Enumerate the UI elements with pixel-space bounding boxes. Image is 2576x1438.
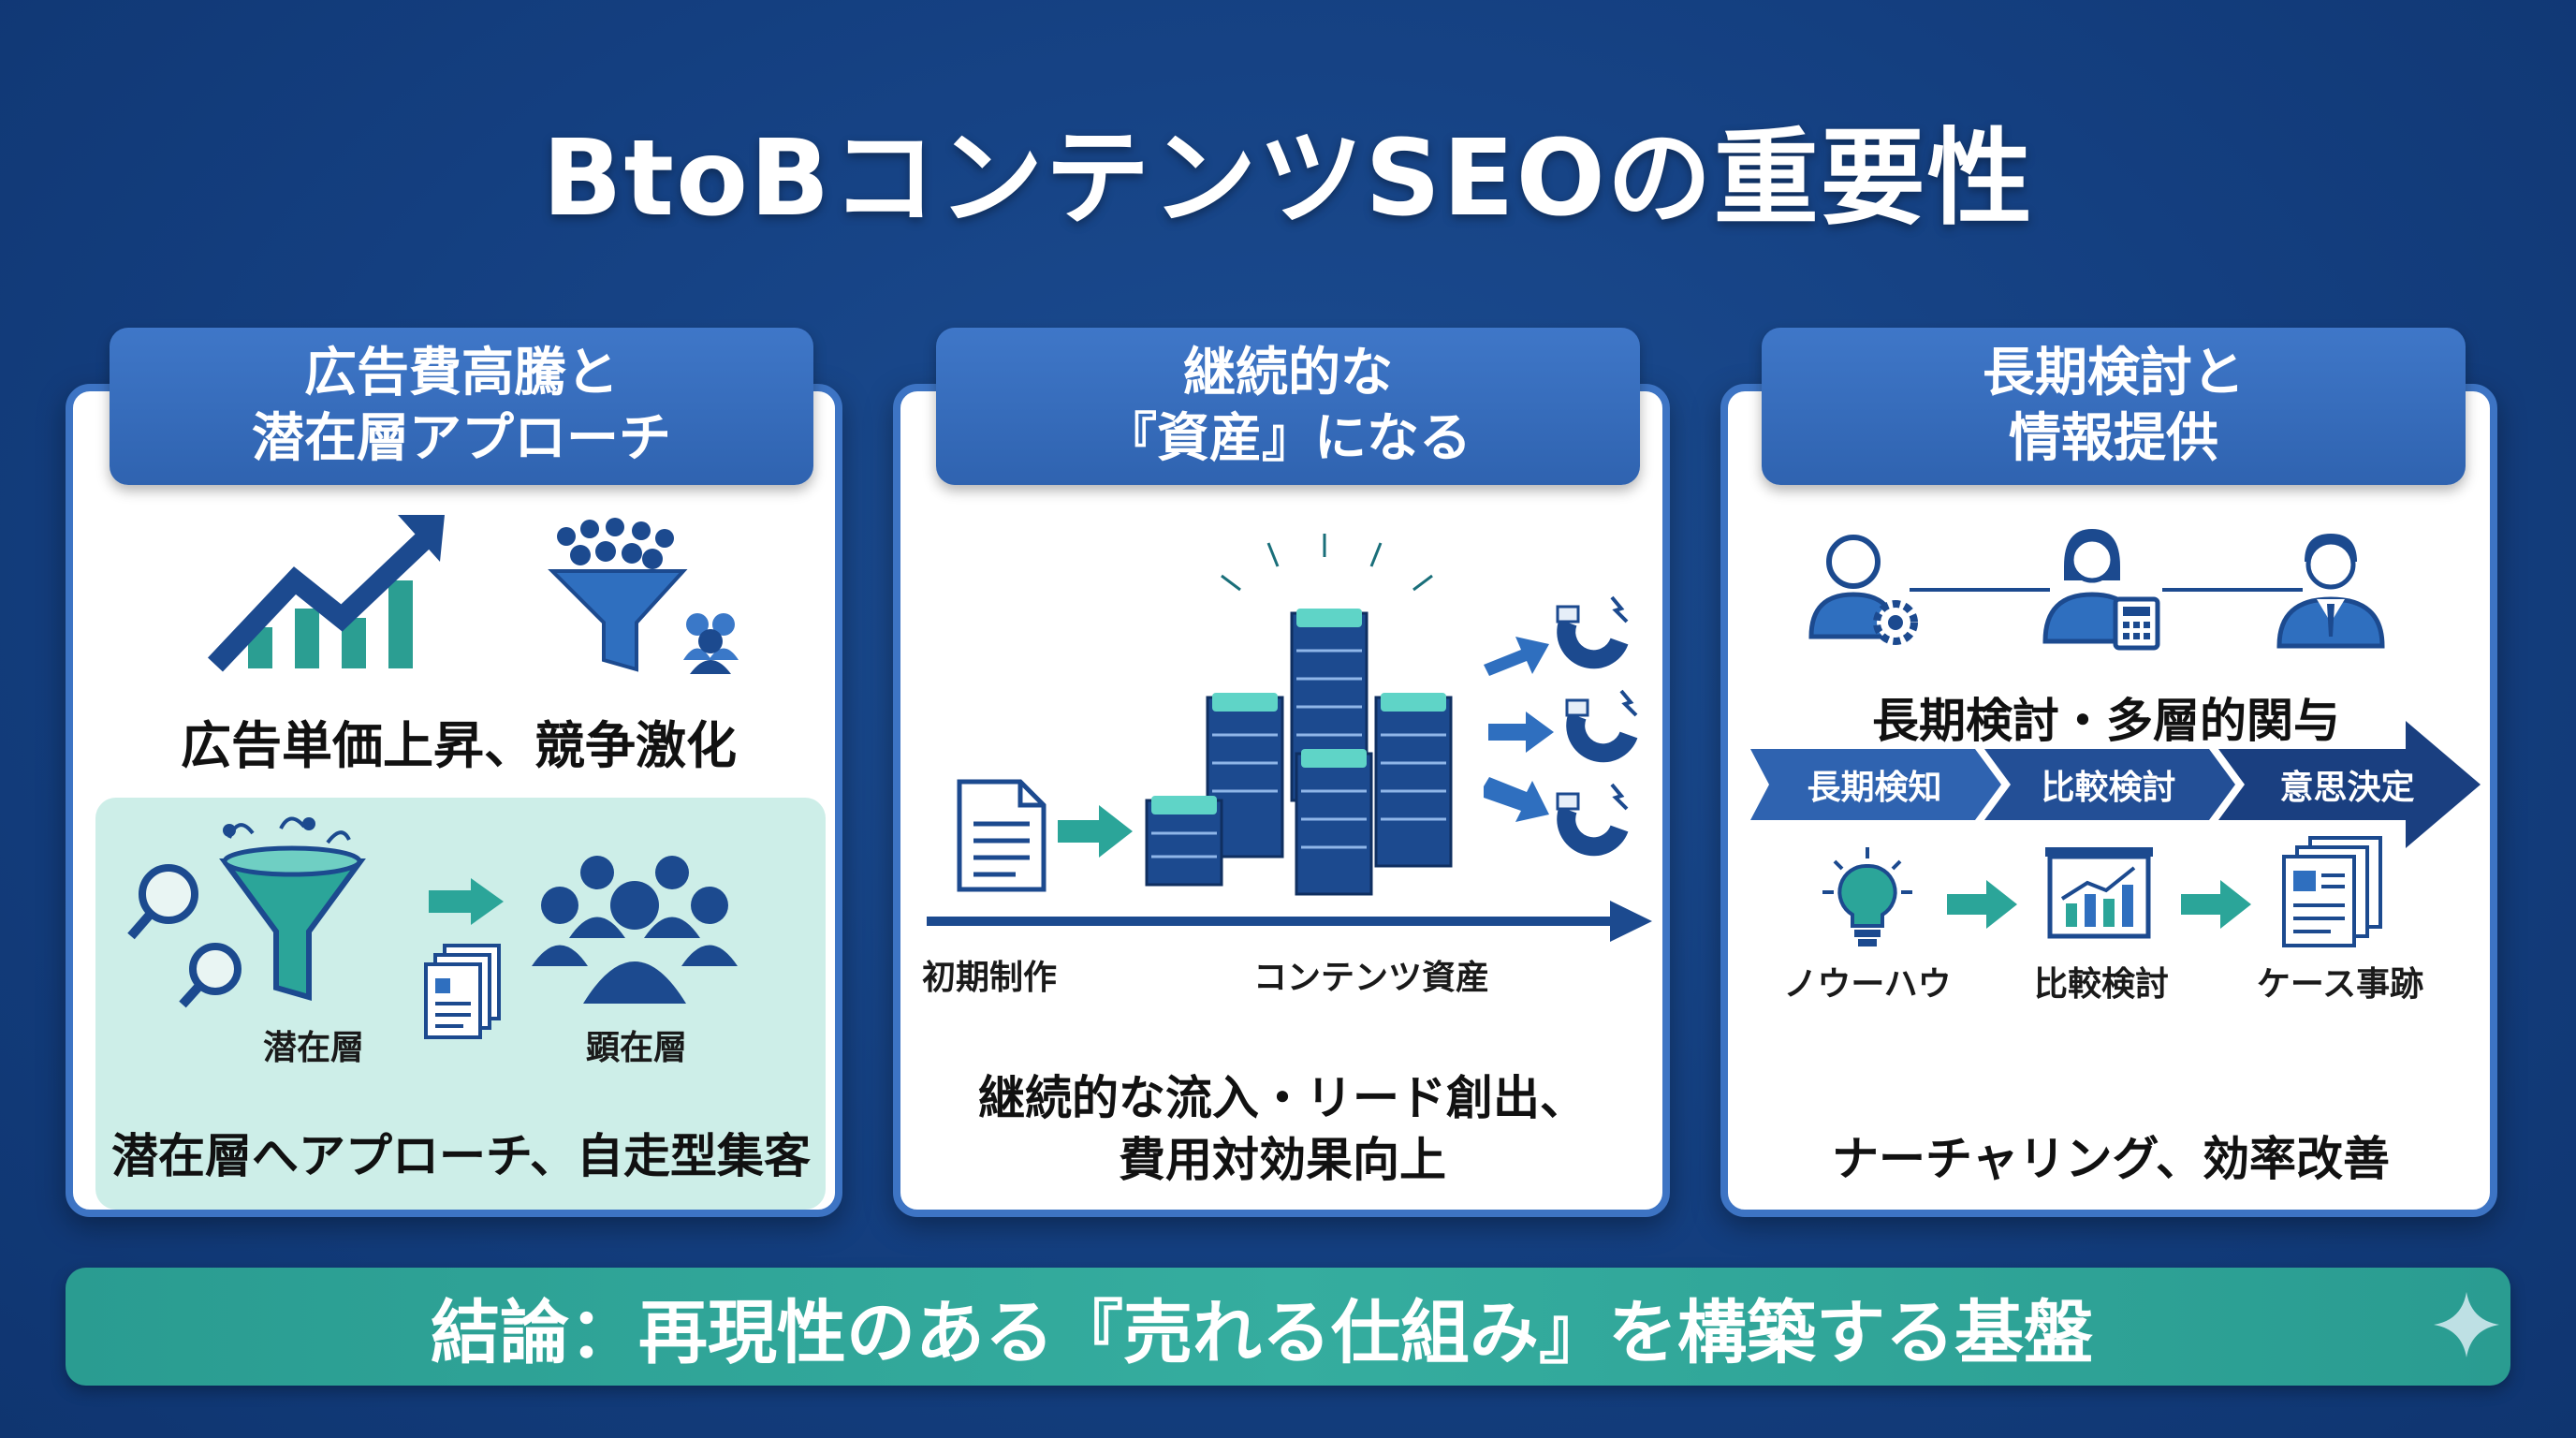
- caption-latent-approach: 潜在層へアプローチ、自走型集客: [111, 1129, 811, 1183]
- arrow-right-icon: [1947, 880, 2017, 929]
- caption-asset-line1: 継続的な流入・リード創出、: [978, 1071, 1587, 1125]
- magnet-icon: [1565, 689, 1638, 763]
- arrow-right-icon: [1484, 637, 1549, 676]
- panel-header-line1: 広告費高騰と: [304, 343, 619, 404]
- sparkle-icon: [2434, 1292, 2499, 1357]
- label-manifest: 顕在層: [585, 1029, 687, 1067]
- arrow-right-icon: [1058, 805, 1133, 858]
- case-documents-icon: [2282, 836, 2382, 947]
- funnel-people-icon: [548, 518, 739, 674]
- timeline-arrow: [927, 901, 1652, 942]
- stage-decision: 意思決定: [2279, 769, 2415, 807]
- subtitle-long-term: 長期検討・多層的関与: [1872, 694, 2340, 748]
- panel-header-line2: 『資産』になる: [1105, 408, 1471, 469]
- connector-lines: [1910, 588, 2303, 592]
- icon-label-case: ケース事跡: [2256, 965, 2424, 1004]
- crowd-icon: [532, 856, 738, 1004]
- magnet-icon: [1556, 783, 1629, 857]
- magnifier-funnel-icon: [127, 816, 366, 1008]
- panel-header-line2: 情報提供: [2009, 408, 2218, 469]
- lightbulb-icon: [1822, 847, 1912, 946]
- icon-label-comparison: 比較検討: [2033, 965, 2169, 1004]
- caption-ad-price: 広告単価上昇、競争激化: [181, 716, 737, 775]
- axis-end-label: コンテンツ資産: [1252, 959, 1489, 997]
- panel-header-long-term: 長期検討と 情報提供: [1762, 328, 2466, 485]
- panel-header-ad-cost: 広告費高騰と 潜在層アプローチ: [110, 328, 813, 485]
- conclusion-banner: 結論：再現性のある『売れる仕組み』を構築する基盤: [66, 1268, 2510, 1386]
- icon-label-knowhow: ノウーハウ: [1783, 965, 1952, 1004]
- panel-header-line1: 長期検討と: [1983, 343, 2245, 404]
- stage-arrow-band: [1750, 721, 2481, 848]
- panel-header-line2: 潜在層アプローチ: [252, 408, 671, 469]
- caption-nurturing: ナーチャリング、効率改善: [1832, 1132, 2390, 1186]
- caption-asset-line2: 費用対効果向上: [1119, 1133, 1446, 1187]
- axis-start-label: 初期制作: [922, 959, 1058, 997]
- panel-header-line1: 継続的な: [1183, 343, 1393, 404]
- arrow-right-icon: [1484, 777, 1549, 822]
- label-latent: 潜在層: [262, 1029, 364, 1067]
- chart-board-icon: [2045, 847, 2153, 939]
- page-title: BtoBコンテンツSEOの重要性: [542, 118, 2034, 240]
- panel-header-asset: 継続的な 『資産』になる: [936, 328, 1640, 485]
- businessman-icon: [2276, 534, 2385, 649]
- stage-awareness: 長期検知: [1807, 769, 1942, 807]
- stacked-assets-icon: [1145, 534, 1453, 896]
- magnet-icon: [1556, 595, 1629, 669]
- conclusion-text: 結論：再現性のある『売れる仕組み』を構築する基盤: [431, 1292, 2093, 1373]
- person-gear-icon: [1808, 535, 1918, 645]
- documents-icon: [424, 944, 501, 1039]
- stage-comparison: 比較検討: [2041, 769, 2176, 807]
- arrow-right-icon: [2181, 880, 2251, 929]
- caption-asset: 継続的な流入・リード創出、 費用対効果向上: [927, 1067, 1638, 1191]
- document-icon: [957, 779, 1046, 892]
- arrow-right-icon: [1488, 712, 1554, 753]
- person-calculator-icon: [2042, 529, 2160, 651]
- arrow-right-icon: [429, 878, 504, 925]
- growth-chart-icon: [208, 515, 445, 672]
